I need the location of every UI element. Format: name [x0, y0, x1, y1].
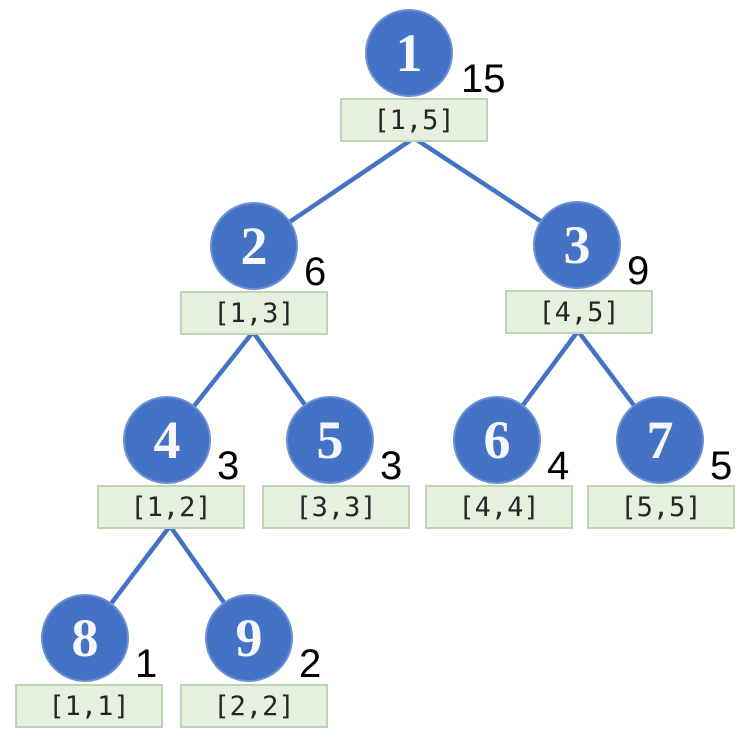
- tree-node-6-sum: 4: [547, 444, 570, 488]
- tree-node-2-range: [1,3]: [180, 291, 328, 335]
- tree-node-1-sum: 15: [461, 57, 506, 101]
- tree-node-7-circle: 7: [616, 396, 704, 484]
- tree-node-5-sum: 3: [380, 444, 403, 488]
- tree-node-9-sum: 2: [299, 642, 322, 686]
- tree-node-8-range: [1,1]: [15, 684, 163, 728]
- tree-node-8-sum: 1: [135, 642, 158, 686]
- tree-node-8-circle: 8: [41, 594, 129, 682]
- tree-node-6-circle: 6: [453, 396, 541, 484]
- tree-node-3-circle: 3: [533, 201, 621, 289]
- tree-node-1-range: [1,5]: [340, 98, 488, 142]
- tree-node-2-circle: 2: [210, 202, 298, 290]
- tree-node-3-range: [4,5]: [505, 290, 653, 334]
- tree-node-9-circle: 9: [205, 594, 293, 682]
- tree-node-5-range: [3,3]: [262, 485, 410, 529]
- tree-node-2-sum: 6: [304, 250, 327, 294]
- tree-node-5-circle: 5: [286, 396, 374, 484]
- tree-node-7-range: [5,5]: [587, 485, 735, 529]
- tree-node-3-sum: 9: [627, 249, 650, 293]
- tree-node-4-range: [1,2]: [97, 485, 245, 529]
- tree-node-6-range: [4,4]: [425, 485, 573, 529]
- tree-node-4-circle: 4: [123, 396, 211, 484]
- tree-node-7-sum: 5: [710, 444, 733, 488]
- tree-node-1-circle: 1: [365, 9, 453, 97]
- tree-node-9-range: [2,2]: [180, 684, 328, 728]
- tree-node-4-sum: 3: [217, 444, 240, 488]
